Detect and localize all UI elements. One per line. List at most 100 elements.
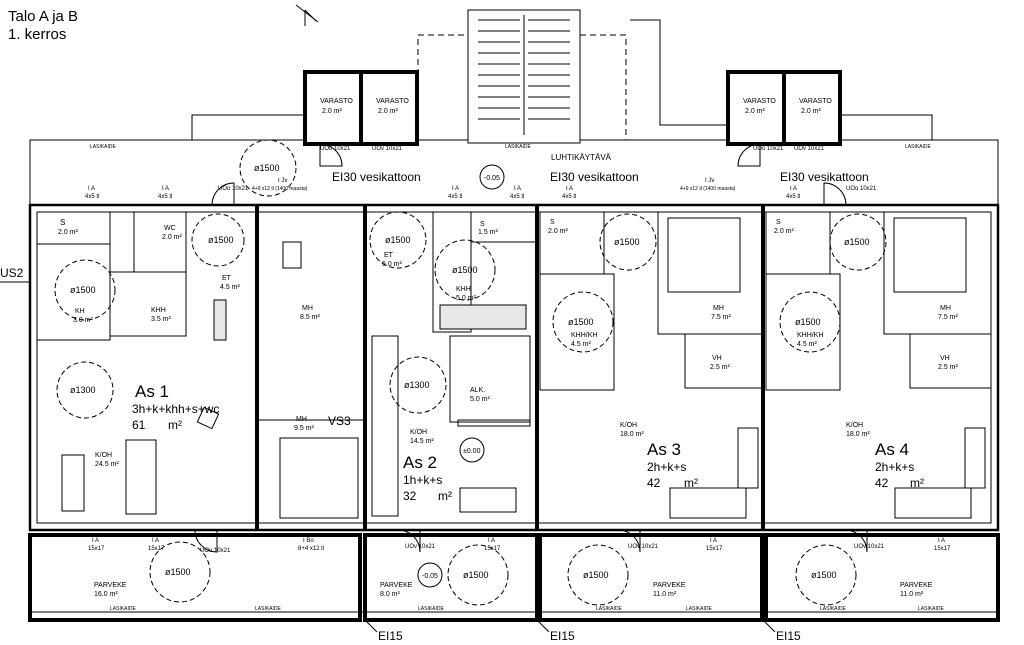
tc-14: ø1500 — [583, 570, 609, 580]
as1-s-area: 2.0 m² — [58, 229, 79, 236]
door-tag-10: UOv 10x21 — [854, 544, 885, 550]
window-tag-1-size: 4x5 tl — [85, 194, 99, 200]
as4-mh-area: 7.5 m² — [938, 314, 959, 321]
as3-khh-area: 4.5 m² — [571, 341, 592, 348]
window-tag-2-size: 4x5 tl — [158, 194, 172, 200]
as1-s: S — [60, 218, 65, 227]
as3-khh: KHH/KH — [571, 332, 597, 339]
window-tag-6: I A — [566, 186, 573, 192]
storage-label-3: VARASTO — [743, 98, 776, 105]
as3-mh-area: 7.5 m² — [711, 314, 732, 321]
as3-vh: VH — [712, 355, 722, 362]
railing-label-top-3: LASIKAIDE — [905, 144, 932, 150]
tc-5: ø1500 — [385, 235, 411, 245]
door-tag-6: UOo 10x21 — [846, 186, 877, 192]
door-tag-4: UOv 10x21 — [794, 146, 825, 152]
access-gallery — [29, 19, 999, 205]
level-marker-bottom — [417, 562, 443, 588]
apartment-4-walls — [765, 211, 992, 519]
section-mark-vs3: VS3 — [328, 414, 351, 428]
turning-circles — [54, 139, 887, 606]
stair — [417, 9, 627, 144]
as1-mh2-area: 9.5 m² — [294, 425, 315, 432]
apartment-2-walls — [371, 211, 538, 517]
railing-label-b5: LASIKAIDE — [686, 606, 713, 612]
railing-label-b3: LASIKAIDE — [418, 606, 445, 612]
as1-area: 61 — [132, 418, 146, 432]
level-marker-mid — [459, 437, 485, 463]
level-marker-top — [479, 164, 505, 190]
window-tag-4-size: 4x5 tl — [448, 194, 462, 200]
as2-s: S — [480, 221, 485, 228]
as2-koh-area: 14.5 m² — [410, 438, 434, 445]
tc-9: ø1500 — [568, 317, 594, 327]
section-mark-us2: US2 — [0, 266, 24, 280]
as1-khh-area: 3.5 m² — [151, 316, 172, 323]
window-tag-5: I A — [514, 186, 521, 192]
window-tag-13: I A — [710, 538, 717, 544]
storage-area-4: 2.0 m² — [801, 108, 822, 115]
railing-label-b2: LASIKAIDE — [255, 606, 282, 612]
fire-tag-ei15-1: EI15 — [378, 629, 403, 643]
door-tag-1: UOo 10x21 — [320, 146, 351, 152]
apartment-3-walls — [539, 211, 764, 519]
balcony-1-area: 16.0 m² — [94, 591, 118, 598]
as4-s: S — [776, 219, 781, 226]
as4-unit: m² — [910, 476, 924, 490]
tc-8: ø1500 — [614, 237, 640, 247]
as2-s-area: 1.5 m² — [478, 229, 499, 236]
as2-alk: ALK. — [470, 387, 485, 394]
as3-s: S — [550, 219, 555, 226]
as1-kh-area: 3.0 m² — [73, 317, 94, 324]
as2-type: 1h+k+s — [403, 473, 442, 487]
door-tag-7: UOo 10x21 — [200, 548, 231, 554]
as1-mh1-area: 8.5 m² — [300, 314, 321, 321]
as3-koh: K/OH — [620, 422, 637, 429]
railing-label-top-2: LASIKAIDE — [505, 144, 532, 150]
as1-et: ET — [222, 275, 232, 282]
as2-id: As 2 — [403, 453, 437, 472]
tc-15: ø1500 — [811, 570, 837, 580]
as1-kh: KH — [75, 308, 85, 315]
balcony-4: PARVEKE — [900, 582, 933, 589]
as1-koh-area: 24.5 m² — [95, 461, 119, 468]
window-tag-12-size: 15x17 — [484, 546, 501, 552]
window-tag-6-size: 4x5 tl — [562, 194, 576, 200]
window-tag-10: I A — [152, 538, 159, 544]
balcony-1: PARVEKE — [94, 582, 127, 589]
as4-id: As 4 — [875, 440, 909, 459]
drawing-title: Talo A ja B 1. kerros — [8, 8, 78, 44]
window-tag-14: I A — [938, 538, 945, 544]
tc-1: ø1500 — [254, 163, 280, 173]
door-swings — [194, 143, 868, 553]
as2-khh: KHH — [456, 286, 471, 293]
as1-wc: WC — [164, 225, 176, 232]
as2-koh: K/OH — [410, 429, 427, 436]
as1-unit: m² — [168, 418, 182, 432]
door-tag-2: UOv 10x21 — [372, 146, 403, 152]
window-tag-3-note: 4+9 x12 tl (1400 maasta) — [252, 186, 308, 192]
balconies — [28, 533, 1000, 622]
tc-13: ø1500 — [463, 570, 489, 580]
tc-7: ø1300 — [404, 380, 430, 390]
tc-3: ø1500 — [70, 285, 96, 295]
window-tag-9-size: 15x17 — [88, 546, 105, 552]
window-tag-11: I Bo — [303, 538, 314, 544]
fire-tag-2: EI30 vesikattoon — [550, 170, 639, 184]
as3-type: 2h+k+s — [647, 460, 686, 474]
railing-label-b4: LASIKAIDE — [596, 606, 623, 612]
north-arrow-icon — [295, 4, 319, 26]
window-tag-4: I A — [452, 186, 459, 192]
storage-label-1: VARASTO — [320, 98, 353, 105]
as4-mh: MH — [940, 305, 951, 312]
window-tag-2: I A — [162, 186, 169, 192]
as3-unit: m² — [684, 476, 698, 490]
as2-alk-area: 5.0 m² — [470, 396, 491, 403]
window-tag-13-size: 15x17 — [706, 546, 723, 552]
balcony-2: PARVEKE — [380, 582, 413, 589]
window-tag-10-size: 15x17 — [148, 546, 165, 552]
fire-tag-ei15-2: EI15 — [550, 629, 575, 643]
as4-khh: KHH/KH — [797, 332, 823, 339]
storage-units — [303, 70, 842, 146]
balcony-3: PARVEKE — [653, 582, 686, 589]
